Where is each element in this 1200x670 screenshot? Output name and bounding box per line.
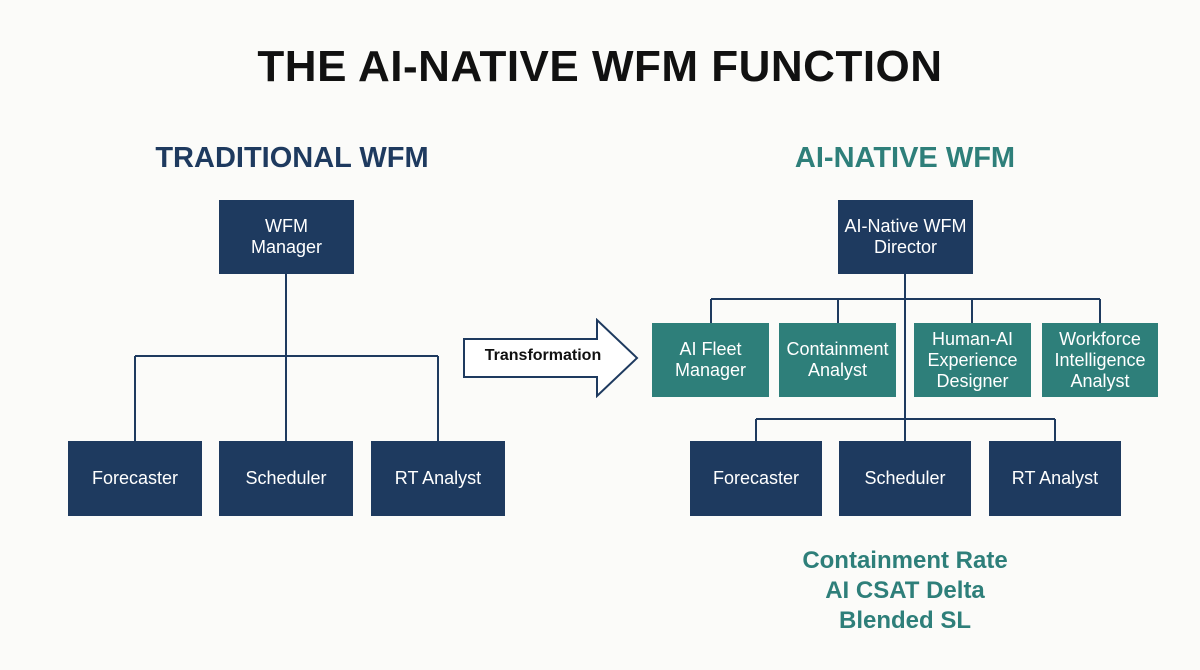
metric-ai-csat-delta: AI CSAT Delta xyxy=(825,577,985,604)
ai-fleet-line-1: AI Fleet xyxy=(679,339,742,359)
transformation-label: Transformation xyxy=(484,347,602,364)
metrics-list: Containment Rate AI CSAT Delta Blended S… xyxy=(705,546,1105,636)
containment-line-2: Analyst xyxy=(807,360,868,380)
metric-containment-rate: Containment Rate xyxy=(802,547,1008,574)
containment-line-1: Containment xyxy=(786,339,889,359)
wfm-manager-line-1: WFM xyxy=(265,216,308,236)
ai-native-heading: AI-NATIVE WFM xyxy=(794,142,1016,174)
designer-line-1: Human-AI xyxy=(931,328,1014,349)
intelligence-line-2: Intelligence xyxy=(1054,349,1146,370)
designer-line-2: Experience xyxy=(927,349,1018,370)
transformation-arrow-icon xyxy=(463,318,639,398)
ai-forecaster-box: Forecaster xyxy=(690,441,822,516)
trad-rt-analyst-box: RT Analyst xyxy=(371,441,505,516)
ai-director-line-1: AI-Native WFM xyxy=(844,216,967,236)
metric-blended-sl: Blended SL xyxy=(838,607,971,634)
trad-scheduler-box: Scheduler xyxy=(219,441,353,516)
intelligence-line-3: Analyst xyxy=(1070,370,1130,391)
page-title: THE AI-NATIVE WFM FUNCTION xyxy=(257,42,943,91)
ai-director-line-2: Director xyxy=(873,237,937,257)
intelligence-line-1: Workforce xyxy=(1059,328,1141,349)
ai-rt-analyst-box: RT Analyst xyxy=(989,441,1121,516)
ai-scheduler-box: Scheduler xyxy=(839,441,971,516)
traditional-heading: TRADITIONAL WFM xyxy=(155,142,429,174)
designer-line-3: Designer xyxy=(936,370,1009,391)
trad-forecaster-box: Forecaster xyxy=(68,441,202,516)
wfm-manager-line-2: Manager xyxy=(250,237,323,257)
ai-fleet-line-2: Manager xyxy=(674,360,747,380)
